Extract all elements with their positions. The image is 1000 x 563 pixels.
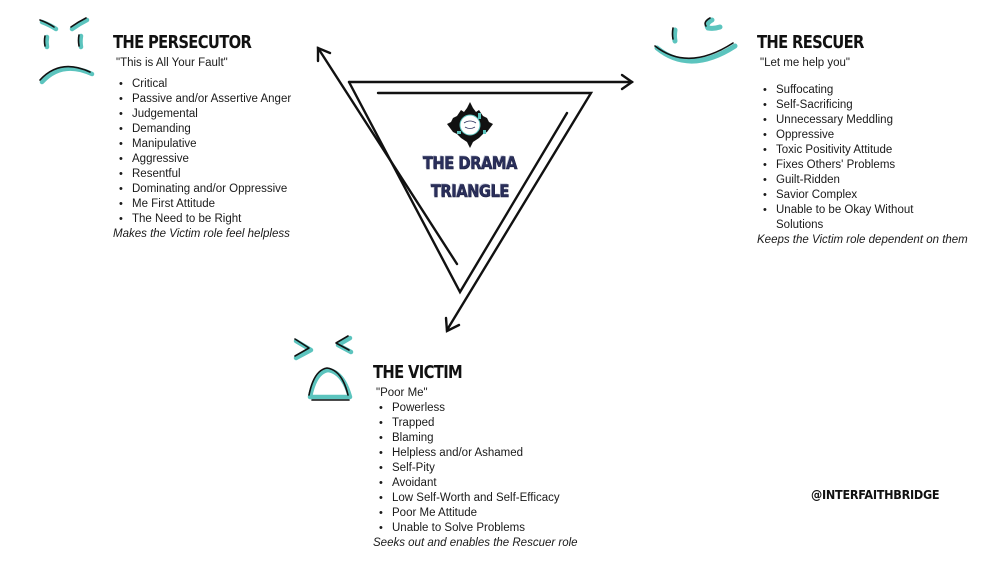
diagram-title: THE DRAMA TRIANGLE — [423, 150, 518, 206]
diagram-title-line1: THE DRAMA — [422, 154, 518, 175]
victim-traits: Powerless Trapped Blaming Helpless and/o… — [373, 401, 578, 536]
winking-smile-icon — [654, 17, 738, 64]
victim-note: Seeks out and enables the Rescuer role — [373, 537, 578, 549]
list-item: Me First Attitude — [117, 197, 291, 212]
diagram-title-line2: TRIANGLE — [430, 182, 510, 203]
list-item: Toxic Positivity Attitude — [761, 143, 968, 158]
list-item: Resentful — [117, 167, 291, 182]
persecutor-title: THE PERSECUTOR — [113, 32, 252, 53]
list-item: Self-Pity — [377, 461, 578, 476]
list-item: Suffocating — [761, 83, 968, 98]
list-item: Critical — [117, 77, 291, 92]
victim-quote: "Poor Me" — [376, 387, 428, 399]
victim-title: THE VICTIM — [373, 362, 463, 383]
interfaith-bridge-logo — [447, 102, 493, 148]
list-item: Savior Complex — [761, 188, 968, 203]
rescuer-section: THE RESCUER "Let me help you" Suffocatin… — [757, 32, 968, 248]
arrow-to-victim — [376, 91, 594, 332]
list-item: Dominating and/or Oppressive — [117, 182, 291, 197]
triangle-arrows — [316, 46, 635, 333]
list-item: Oppressive — [761, 128, 968, 143]
list-item: Guilt-Ridden — [761, 173, 968, 188]
list-item: The Need to be Right — [117, 212, 291, 227]
list-item: Fixes Others' Problems — [761, 158, 968, 173]
victim-section: THE VICTIM "Poor Me" Powerless Trapped B… — [373, 362, 578, 551]
rescuer-traits: Suffocating Self-Sacrificing Unnecessary… — [757, 83, 968, 233]
list-item: Trapped — [377, 416, 578, 431]
social-handle: @INTERFAITHBRIDGE — [811, 487, 940, 502]
list-item: Judgemental — [117, 107, 291, 122]
list-item: Helpless and/or Ashamed — [377, 446, 578, 461]
list-item: Unnecessary Meddling — [761, 113, 968, 128]
arrowhead-down-left-icon — [444, 316, 461, 333]
list-item: Blaming — [377, 431, 578, 446]
arrowhead-up-left-icon — [316, 46, 332, 63]
rescuer-note: Keeps the Victim role dependent on them — [757, 234, 968, 246]
arrow-to-persecutor — [316, 46, 459, 266]
persecutor-quote: "This is All Your Fault" — [116, 57, 228, 69]
rescuer-title: THE RESCUER — [757, 32, 864, 53]
list-item: Poor Me Attitude — [377, 506, 578, 521]
list-item: Demanding — [117, 122, 291, 137]
list-item: Manipulative — [117, 137, 291, 152]
list-item: Passive and/or Assertive Anger — [117, 92, 291, 107]
list-item: Avoidant — [377, 476, 578, 491]
persecutor-section: THE PERSECUTOR "This is All Your Fault" … — [113, 32, 291, 242]
arrowhead-right-icon — [620, 73, 635, 91]
rescuer-quote: "Let me help you" — [760, 57, 850, 69]
persecutor-traits: Critical Passive and/or Assertive Anger … — [113, 77, 291, 227]
crying-face-icon — [293, 335, 354, 401]
persecutor-note: Makes the Victim role feel helpless — [113, 228, 290, 240]
list-item: Low Self-Worth and Self-Efficacy — [377, 491, 578, 506]
list-item: Unable to be Okay Without Solutions — [761, 203, 936, 233]
list-item: Aggressive — [117, 152, 291, 167]
list-item: Unable to Solve Problems — [377, 521, 578, 536]
list-item: Powerless — [377, 401, 578, 416]
list-item: Self-Sacrificing — [761, 98, 968, 113]
angry-face-icon — [39, 17, 95, 85]
